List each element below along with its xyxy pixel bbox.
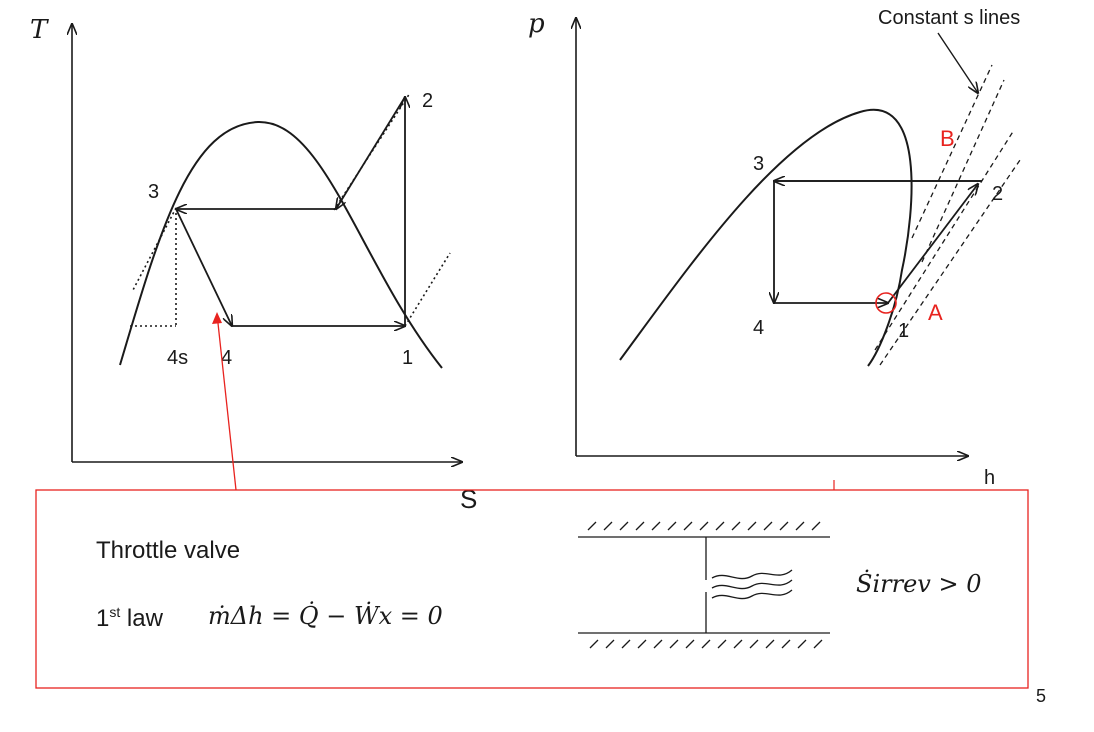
ts-point-4s: 4s xyxy=(167,347,188,369)
ts-point-2: 2 xyxy=(422,90,433,112)
callout-connector-line xyxy=(216,313,237,491)
flow-wave-3 xyxy=(711,589,793,600)
ts-point-4: 4 xyxy=(221,347,232,369)
ts-isentropic-tangent-right xyxy=(404,252,451,327)
ts-tangent-at-3 xyxy=(132,207,177,291)
ph-x-axis-label: h xyxy=(984,467,995,489)
ph-point-1: 1 xyxy=(898,320,909,342)
ts-y-axis-label: T xyxy=(30,15,49,45)
pipe-top-hatching xyxy=(587,521,821,531)
flow-wave-1 xyxy=(711,569,793,580)
ph-saturation-dome xyxy=(619,108,913,367)
ph-constant-s-note: Constant s lines xyxy=(878,7,1020,29)
ts-x-axis-label: S xyxy=(460,484,477,514)
ts-saturation-dome xyxy=(119,120,443,369)
ts-diagram xyxy=(72,24,462,462)
ph-point-2: 2 xyxy=(992,183,1003,205)
first-law-superscript: st xyxy=(109,604,121,620)
first-law-equation: ṁΔh = Q̇ − Ẇx = 0 xyxy=(208,602,443,630)
ts-process-3-4 xyxy=(175,208,232,326)
ph-marker-a: A xyxy=(928,300,943,325)
ts-process-2-sat xyxy=(336,96,406,209)
ph-point-4: 4 xyxy=(753,317,764,339)
callout-connector-arrowhead xyxy=(212,312,222,324)
ph-point-1-highlight-circle xyxy=(875,292,897,314)
first-law-label: 1st law xyxy=(96,604,163,633)
first-law-prefix: 1 xyxy=(96,605,110,632)
throttle-valve-sketch xyxy=(578,521,830,649)
flow-wave-2 xyxy=(711,579,793,590)
ph-constant-s-line-2 xyxy=(921,79,1005,263)
entropy-generation-inequality: Ṡirrev > 0 xyxy=(856,570,982,598)
throttle-callout-box xyxy=(35,489,1029,689)
ph-diagram xyxy=(576,18,1021,456)
ph-point-3: 3 xyxy=(753,153,764,175)
pipe-bottom-hatching xyxy=(589,639,823,649)
ph-marker-b: B xyxy=(940,126,955,151)
ph-constant-s-line-1 xyxy=(911,64,993,239)
first-law-word: law xyxy=(126,605,163,632)
throttle-valve-title: Throttle valve xyxy=(96,537,241,564)
ts-isentropic-tangent-top xyxy=(333,92,411,211)
ph-y-axis-label: p xyxy=(528,9,545,39)
ph-constant-s-pointer xyxy=(937,32,978,93)
ts-point-3: 3 xyxy=(148,181,159,203)
ts-point-1: 1 xyxy=(402,347,413,369)
ph-constant-s-line-3 xyxy=(874,129,1015,351)
ph-process-1-2 xyxy=(887,184,978,304)
page-number: 5 xyxy=(1036,686,1046,706)
